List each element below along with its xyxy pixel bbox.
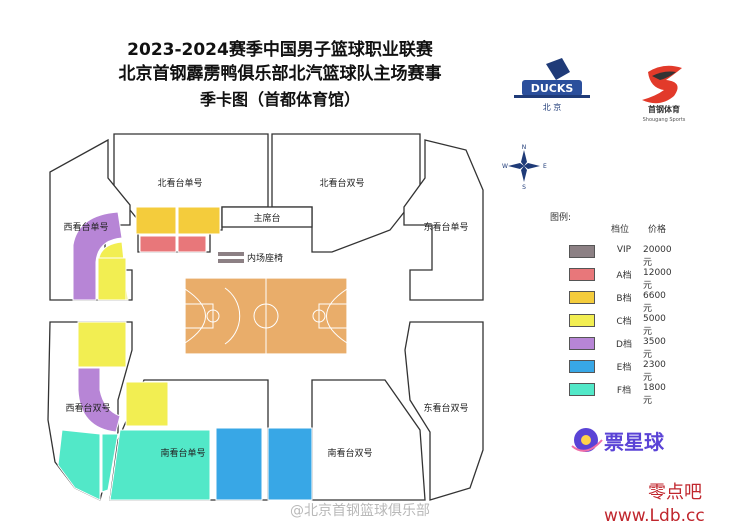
compass-s: S bbox=[522, 184, 526, 191]
block-south2-e[interactable] bbox=[267, 427, 313, 501]
block-south-c[interactable] bbox=[125, 381, 169, 427]
label-north-single: 北看台单号 bbox=[157, 177, 202, 189]
label-south-double: 南看台双号 bbox=[327, 447, 372, 459]
title-line-3: 季卡图（首都体育馆） bbox=[199, 90, 360, 109]
title-line-2: 北京首钢霹雳鸭俱乐部北汽篮球队主场赛事 bbox=[118, 64, 442, 84]
stand-north-double[interactable] bbox=[271, 133, 421, 253]
legend-swatch bbox=[569, 383, 595, 396]
court-seats-label: 内场座椅 bbox=[247, 252, 283, 264]
shougang-logo-icon: 首钢体育 Shougang Sports bbox=[642, 65, 686, 123]
title-line-1: 2023-2024赛季中国男子篮球职业联赛 bbox=[127, 40, 433, 60]
ticket-star-icon bbox=[571, 428, 603, 452]
legend-swatch bbox=[569, 245, 595, 258]
block-west2-d-curve[interactable] bbox=[77, 367, 121, 433]
legend-col-price: 价格 bbox=[648, 225, 667, 235]
block-north-b-right[interactable] bbox=[177, 206, 221, 235]
legend-swatch bbox=[569, 360, 595, 373]
legend-price: 2300元 bbox=[643, 360, 666, 383]
legend-title: 图例: bbox=[550, 213, 572, 223]
legend-swatch bbox=[569, 268, 595, 281]
legend-price: 3500元 bbox=[643, 337, 666, 360]
legend-tier: E档 bbox=[616, 363, 632, 373]
block-west-d-curve[interactable] bbox=[72, 211, 123, 301]
main-stand-label: 主席台 bbox=[253, 212, 280, 224]
legend-tier: B档 bbox=[616, 294, 632, 304]
label-east-double: 东看台双号 bbox=[423, 402, 468, 414]
block-west2-f-teal-small[interactable] bbox=[101, 433, 119, 493]
block-south-e-1[interactable] bbox=[215, 427, 263, 501]
block-north-b-left[interactable] bbox=[135, 206, 177, 235]
site-watermark-cn: 零点吧 bbox=[648, 482, 702, 503]
shougang-logo-sub: Shougang Sports bbox=[643, 117, 686, 123]
legend-price: 12000元 bbox=[643, 268, 672, 291]
label-east-single: 东看台单号 bbox=[423, 221, 468, 233]
block-north-a-2[interactable] bbox=[177, 235, 207, 253]
legend-price: 5000元 bbox=[643, 314, 666, 337]
legend-tier: A档 bbox=[616, 271, 632, 281]
label-north-double: 北看台双号 bbox=[319, 177, 364, 189]
site-watermark-url: www.Ldb.cc bbox=[604, 506, 705, 526]
block-west-c-lower[interactable] bbox=[97, 257, 127, 301]
legend-swatch bbox=[569, 337, 595, 350]
compass-w: W bbox=[502, 163, 508, 170]
label-west-single: 西看台单号 bbox=[63, 221, 108, 233]
main-stand[interactable] bbox=[221, 206, 313, 228]
compass-icon: N S E W bbox=[502, 144, 547, 191]
ducks-logo-text: DUCKS bbox=[531, 82, 574, 95]
ducks-logo-sub: 北 京 bbox=[543, 102, 562, 112]
block-south-f[interactable] bbox=[109, 429, 211, 501]
legend-swatch bbox=[569, 314, 595, 327]
stand-east-single[interactable] bbox=[403, 139, 484, 301]
legend-col-tier: 档位 bbox=[611, 225, 630, 235]
ticket-brand: 票星球 bbox=[604, 430, 664, 454]
block-west2-f-teal[interactable] bbox=[57, 429, 101, 501]
stand-south-double[interactable] bbox=[311, 379, 426, 501]
ducks-logo-icon: DUCKS 北 京 bbox=[514, 58, 590, 112]
legend-price: 20000元 bbox=[643, 245, 672, 268]
court-seats-row-2[interactable] bbox=[218, 259, 244, 263]
shougang-logo-text: 首钢体育 bbox=[648, 104, 680, 114]
court-seats-row-1[interactable] bbox=[218, 252, 244, 256]
block-north-a-1[interactable] bbox=[139, 235, 177, 253]
label-west-double: 西看台双号 bbox=[65, 402, 110, 414]
legend-swatch bbox=[569, 291, 595, 304]
basketball-court bbox=[184, 277, 348, 355]
legend-tier: C档 bbox=[616, 317, 632, 327]
stand-east-double[interactable] bbox=[404, 321, 484, 501]
compass-n: N bbox=[522, 144, 527, 151]
block-west2-c-top[interactable] bbox=[77, 321, 127, 368]
label-south-single: 南看台单号 bbox=[160, 447, 205, 459]
legend-tier: VIP bbox=[616, 245, 632, 255]
weibo-watermark: @北京首钢篮球俱乐部 bbox=[290, 503, 430, 519]
compass-e: E bbox=[543, 163, 547, 170]
legend-price: 6600元 bbox=[643, 291, 666, 314]
legend-price: 1800元 bbox=[643, 383, 666, 406]
legend-tier: F档 bbox=[616, 386, 632, 396]
legend-tier: D档 bbox=[616, 340, 632, 350]
